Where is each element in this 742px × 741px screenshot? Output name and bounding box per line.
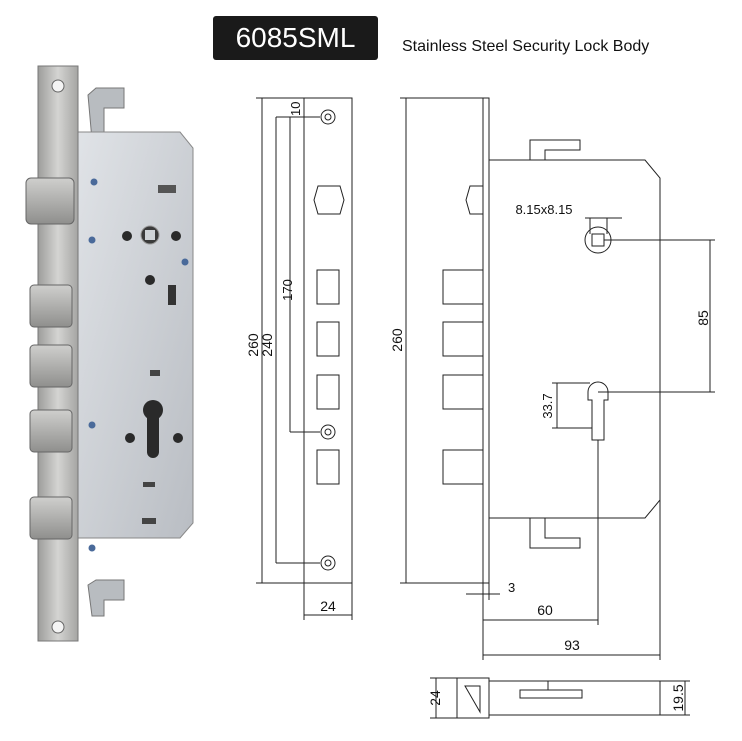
- dim-bottom-faceplate: 24: [427, 690, 443, 706]
- dim-hole-spacing: 170: [280, 279, 295, 301]
- dim-spindle-to-cylinder: 85: [695, 310, 711, 326]
- dim-faceplate-width: 24: [320, 598, 336, 614]
- dim-faceplate-offset: 3: [508, 580, 515, 595]
- dim-spindle: 8.15x8.15: [515, 202, 572, 217]
- dim-outer-height: 260: [245, 333, 261, 357]
- product-subtitle: Stainless Steel Security Lock Body: [402, 38, 650, 55]
- dim-depth: 93: [564, 637, 580, 653]
- lock-body-photo: [25, 65, 194, 642]
- dim-inner-height: 240: [259, 333, 275, 357]
- faceplate-front-view: [256, 97, 353, 620]
- lock-bottom-view: [430, 677, 690, 719]
- dim-backset: 60: [537, 602, 553, 618]
- lock-side-view: [400, 97, 715, 660]
- dim-cylinder: 33.7: [540, 393, 555, 418]
- dim-top-hole: 10: [288, 102, 303, 116]
- dim-side-height: 260: [389, 328, 405, 352]
- model-badge: 6085SML: [213, 16, 378, 60]
- dim-bottom-case: 19.5: [670, 684, 686, 711]
- model-label: 6085SML: [235, 22, 356, 53]
